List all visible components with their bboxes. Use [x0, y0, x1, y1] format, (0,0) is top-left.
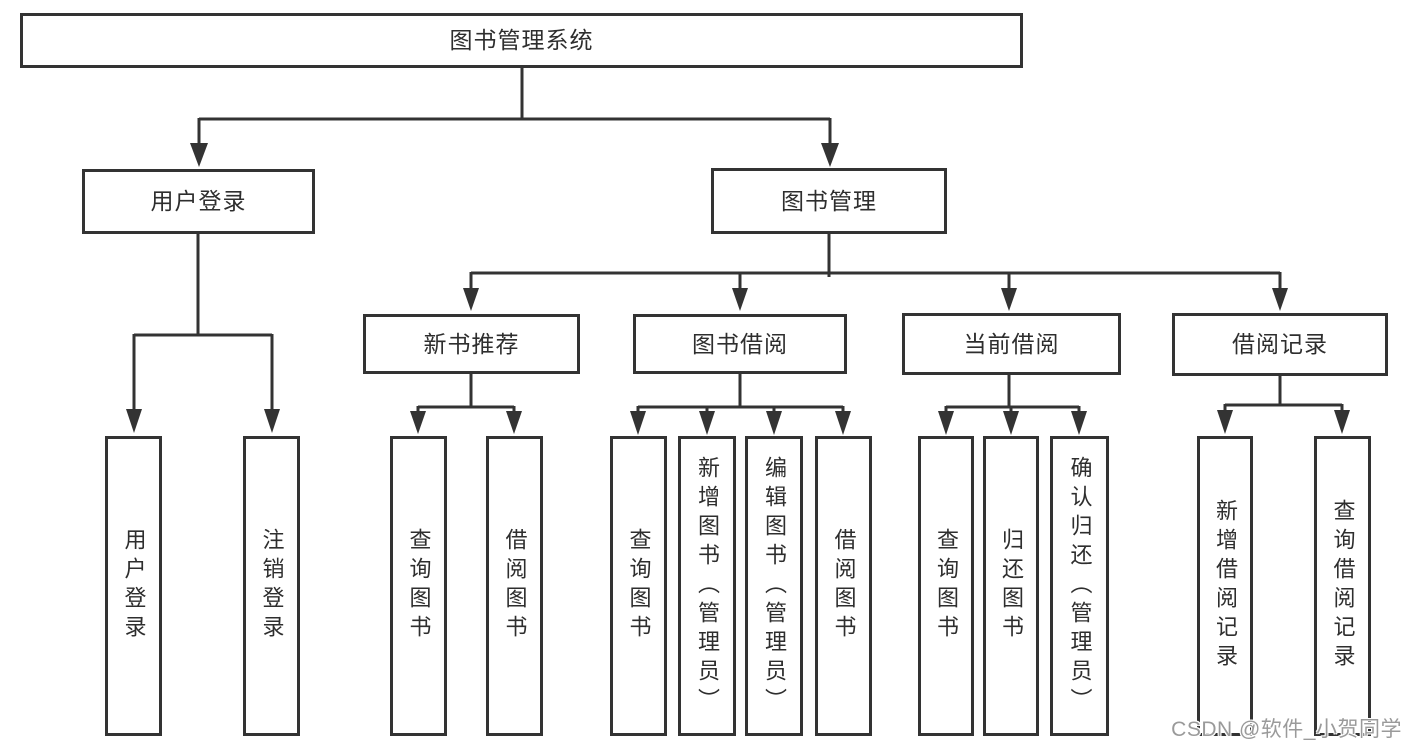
node-current-borrow: 当前借阅 — [902, 313, 1121, 375]
node-borrow-records: 借阅记录 — [1172, 313, 1388, 376]
connector-new-book — [410, 373, 522, 434]
connector-borrow-records — [1217, 374, 1350, 434]
node-book-mgmt-label: 图书管理 — [781, 187, 877, 214]
node-leaf-query-book-recommend: 查询图书 — [390, 436, 447, 736]
node-leaf-return-book-label: 归还图书 — [999, 528, 1024, 644]
node-book-borrow-label: 图书借阅 — [692, 330, 788, 357]
node-leaf-add-borrow-record: 新增借阅记录 — [1197, 436, 1253, 736]
node-user-login-label: 用户登录 — [150, 188, 247, 214]
node-leaf-borrow-book: 借阅图书 — [815, 436, 872, 736]
node-borrow-records-label: 借阅记录 — [1232, 331, 1328, 357]
node-leaf-query-book-current-label: 查询图书 — [934, 528, 959, 644]
node-leaf-query-borrow-record: 查询借阅记录 — [1314, 436, 1371, 736]
node-leaf-borrow-book-label: 借阅图书 — [831, 528, 857, 644]
connector-book-mgmt — [463, 233, 1288, 311]
node-leaf-query-book-borrow-label: 查询图书 — [626, 528, 652, 644]
node-book-borrow: 图书借阅 — [633, 314, 847, 374]
connector-root-to-level2 — [190, 67, 839, 167]
node-leaf-edit-book-admin: 编辑图书（管理员） — [745, 436, 803, 736]
node-leaf-borrow-book-recommend: 借阅图书 — [486, 436, 543, 736]
node-new-book-label: 新书推荐 — [423, 330, 520, 357]
node-new-book: 新书推荐 — [363, 314, 580, 374]
node-leaf-add-book-admin: 新增图书（管理员） — [678, 436, 736, 736]
node-leaf-add-book-admin-label: 新增图书（管理员） — [695, 455, 720, 717]
node-root: 图书管理系统 — [20, 13, 1023, 68]
node-leaf-user-login: 用户登录 — [105, 436, 162, 736]
node-leaf-logout: 注销登录 — [243, 436, 300, 736]
node-user-login: 用户登录 — [82, 169, 315, 234]
connector-book-borrow — [630, 373, 851, 435]
node-current-borrow-label: 当前借阅 — [963, 330, 1060, 357]
node-leaf-query-borrow-record-label: 查询借阅记录 — [1330, 499, 1356, 673]
node-leaf-user-login-label: 用户登录 — [121, 528, 147, 644]
watermark-text: CSDN @软件_小贺同学 — [1171, 718, 1402, 741]
node-leaf-edit-book-admin-label: 编辑图书（管理员） — [762, 455, 787, 717]
node-leaf-logout-label: 注销登录 — [259, 528, 285, 644]
node-root-label: 图书管理系统 — [449, 27, 594, 53]
node-leaf-query-book-borrow: 查询图书 — [610, 436, 667, 736]
node-leaf-confirm-return-admin: 确认归还（管理员） — [1050, 436, 1109, 736]
node-leaf-query-book-current: 查询图书 — [918, 436, 974, 736]
node-leaf-confirm-return-admin-label: 确认归还（管理员） — [1067, 455, 1093, 717]
node-leaf-add-borrow-record-label: 新增借阅记录 — [1213, 499, 1238, 673]
connector-current-borrow — [938, 374, 1087, 435]
connector-user-login — [126, 234, 280, 433]
node-leaf-return-book: 归还图书 — [983, 436, 1039, 736]
node-leaf-borrow-book-recommend-label: 借阅图书 — [502, 528, 528, 644]
node-book-mgmt: 图书管理 — [711, 168, 947, 234]
node-leaf-query-book-recommend-label: 查询图书 — [406, 528, 432, 644]
